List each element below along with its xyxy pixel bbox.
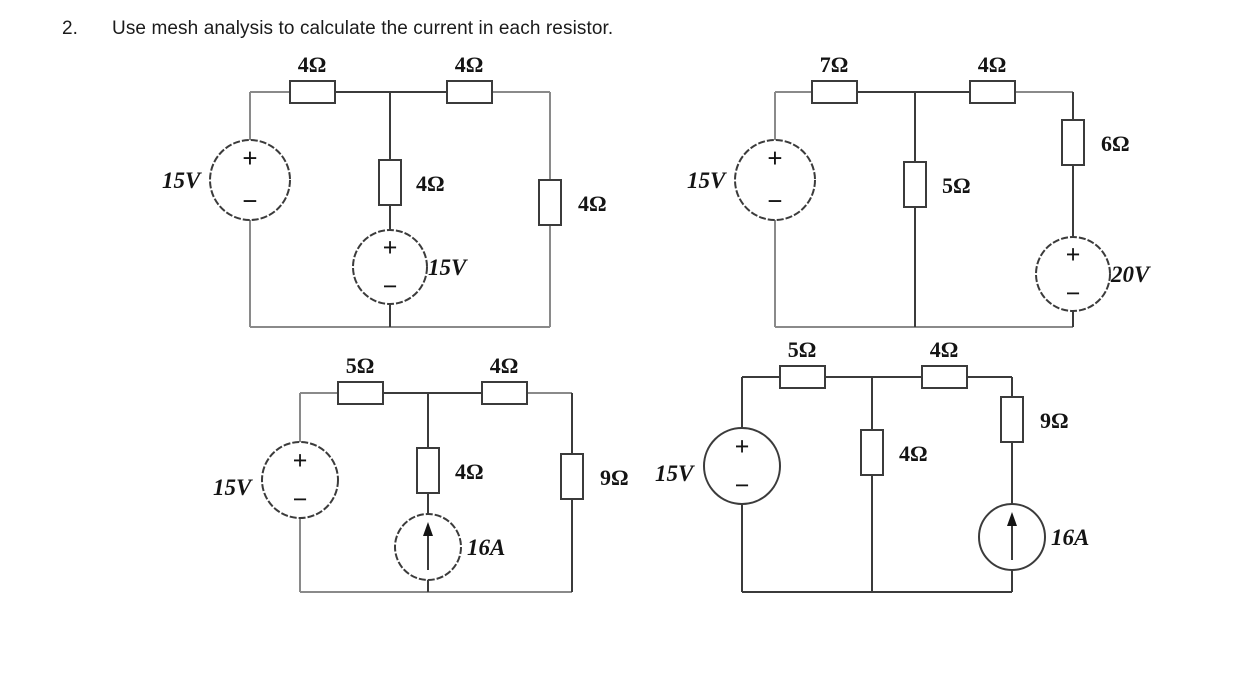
question-line: 2. Use mesh analysis to calculate the cu… [0, 0, 1237, 56]
resistor-middle-label-2: 5Ω [942, 173, 971, 198]
resistor-top-left-1 [289, 80, 336, 104]
voltage-source-left-1 [209, 139, 291, 221]
voltage-source-left-plus-1: + [242, 143, 257, 173]
resistor-top-right-1 [446, 80, 493, 104]
resistor-middle-3 [416, 447, 440, 494]
resistor-top-left-label-3: 5Ω [346, 353, 375, 378]
voltage-source-middle-plus-1: + [383, 233, 398, 262]
resistor-right-1 [538, 179, 562, 226]
voltage-source-left-label-4: 15V [655, 461, 695, 486]
resistor-right-2 [1061, 119, 1085, 166]
voltage-source-left-minus-1: − [242, 186, 257, 216]
voltage-source-left-2 [734, 139, 816, 221]
voltage-source-right-minus-2: − [1066, 279, 1081, 308]
resistor-top-right-label-1: 4Ω [455, 52, 484, 77]
circuit-3: 5Ω 4Ω 4Ω 9Ω + − 15V 16A [213, 353, 629, 593]
resistor-top-left-label-4: 5Ω [788, 337, 817, 362]
voltage-source-middle-minus-1: − [383, 272, 398, 301]
voltage-source-right-2 [1035, 236, 1111, 312]
resistor-top-right-label-3: 4Ω [490, 353, 519, 378]
voltage-source-left-label-1: 15V [162, 168, 202, 193]
circuit-diagrams-area: 4Ω 4Ω 4Ω 4Ω + − 15V + − 15V [0, 52, 1237, 695]
resistor-right-4 [1000, 396, 1024, 443]
current-source-arrow-head-3 [423, 522, 433, 536]
resistor-middle-1 [378, 159, 402, 206]
question-text: Use mesh analysis to calculate the curre… [112, 18, 614, 39]
resistor-top-left-label-1: 4Ω [298, 52, 327, 77]
question-number: 2. [62, 18, 79, 39]
circuits-svg: 4Ω 4Ω 4Ω 4Ω + − 15V + − 15V [162, 52, 1151, 593]
resistor-top-left-3 [337, 381, 384, 405]
current-source-right-label-4: 16A [1051, 525, 1089, 550]
voltage-source-left-3 [261, 441, 339, 519]
voltage-source-middle-label-1: 15V [428, 255, 468, 280]
resistor-right-label-2: 6Ω [1101, 131, 1130, 156]
voltage-source-left-plus-2: + [767, 143, 782, 173]
resistor-top-right-label-4: 4Ω [930, 337, 959, 362]
resistor-top-right-2 [969, 80, 1016, 104]
circuit-1: 4Ω 4Ω 4Ω 4Ω + − 15V + − 15V [162, 52, 607, 328]
resistor-right-label-1: 4Ω [578, 191, 607, 216]
resistor-middle-label-4: 4Ω [899, 441, 928, 466]
resistor-top-right-label-2: 4Ω [978, 52, 1007, 77]
resistor-middle-label-3: 4Ω [455, 459, 484, 484]
voltage-source-left-label-3: 15V [213, 475, 253, 500]
resistor-middle-2 [903, 161, 927, 208]
voltage-source-left-label-2: 15V [687, 168, 727, 193]
voltage-source-left-4 [703, 427, 781, 505]
resistor-top-left-label-2: 7Ω [820, 52, 849, 77]
resistor-right-label-3: 9Ω [600, 465, 629, 490]
circuit-4: 5Ω 4Ω 4Ω 9Ω + − 15V 16A [655, 337, 1089, 593]
resistor-top-right-3 [481, 381, 528, 405]
resistor-right-3 [560, 453, 584, 500]
voltage-source-right-label-2: 20V [1110, 262, 1151, 287]
voltage-source-left-minus-3: − [293, 485, 308, 514]
current-source-middle-label-3: 16A [467, 535, 505, 560]
resistor-right-label-4: 9Ω [1040, 408, 1069, 433]
voltage-source-left-plus-4: + [735, 432, 750, 461]
voltage-source-left-minus-4: − [735, 471, 750, 500]
resistor-middle-4 [860, 429, 884, 476]
resistor-top-left-4 [779, 365, 826, 389]
voltage-source-middle-1 [352, 229, 428, 305]
voltage-source-left-minus-2: − [767, 186, 782, 216]
voltage-source-left-plus-3: + [293, 446, 308, 475]
resistor-middle-label-1: 4Ω [416, 171, 445, 196]
circuit-2: 7Ω 4Ω 5Ω 6Ω + − 15V + − 20V [687, 52, 1151, 328]
resistor-top-left-2 [811, 80, 858, 104]
current-source-arrow-head-4 [1007, 512, 1017, 526]
resistor-top-right-4 [921, 365, 968, 389]
voltage-source-right-plus-2: + [1066, 240, 1081, 269]
